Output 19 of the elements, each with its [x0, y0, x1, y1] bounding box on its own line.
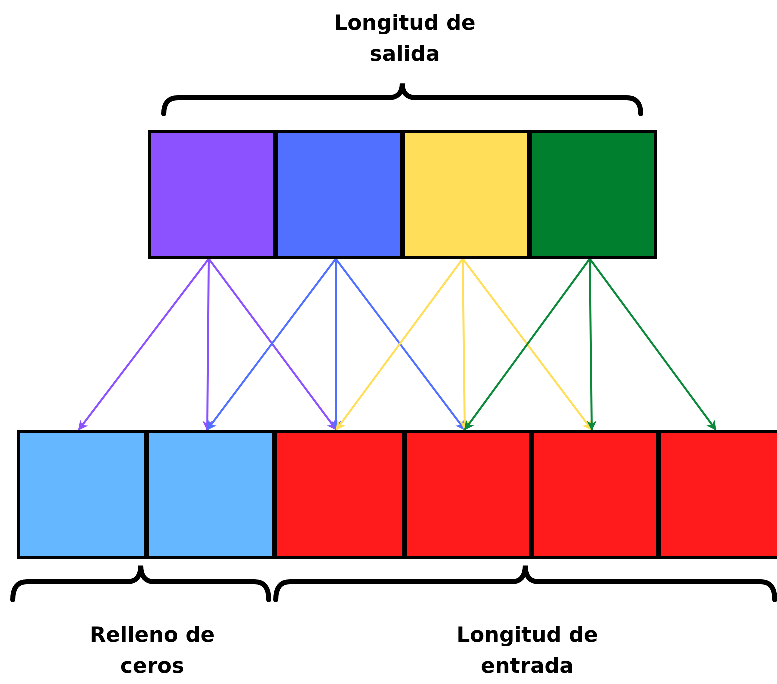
brace-label: Relleno de ceros — [88, 622, 216, 680]
arrow — [589, 258, 717, 431]
brace-label: Longitud de entrada — [456, 622, 600, 680]
color-block — [17, 430, 147, 559]
arrow — [460, 258, 470, 431]
arrow — [331, 259, 342, 431]
color-block — [404, 430, 532, 559]
color-block — [275, 130, 403, 259]
color-block — [402, 130, 530, 259]
color-block — [148, 130, 276, 259]
color-block — [146, 430, 275, 559]
color-block — [658, 430, 777, 559]
color-block — [531, 430, 659, 559]
arrow — [586, 258, 597, 431]
color-block — [529, 130, 657, 259]
brace-label: Longitud de salida — [333, 10, 477, 68]
arrow — [78, 258, 210, 431]
color-block — [274, 430, 405, 559]
arrow — [202, 259, 213, 431]
